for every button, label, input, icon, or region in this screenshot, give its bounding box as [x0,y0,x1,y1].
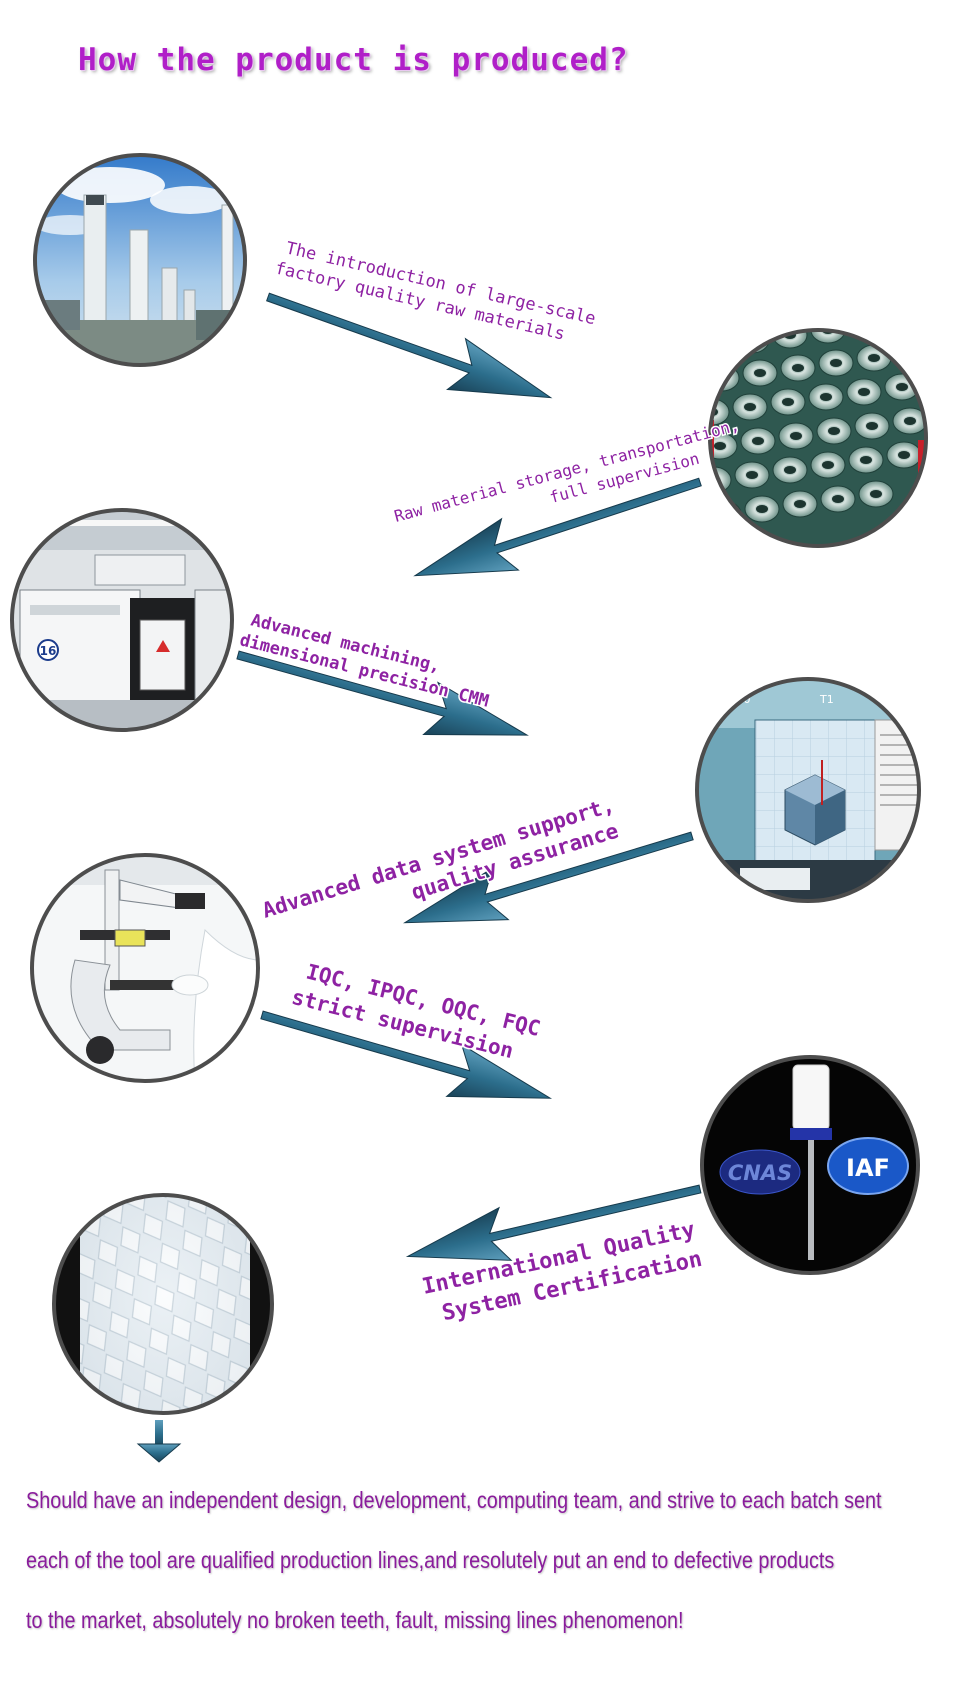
microscope-lab-photo [30,853,260,1083]
caption-step-5: IQC, IPQC, OQC, FQC strict supervision [288,958,544,1065]
footer-line: to the market, absolutely no broken teet… [26,1607,684,1633]
cnc-machines-photo: 16 [10,508,234,732]
footer-paragraph: Should have an independent design, devel… [26,1470,882,1650]
caption-step-3: Advanced machining, dimensional precisio… [236,609,492,713]
cad-tab-label: T1 [819,693,834,706]
caption-step-1: The introduction of large-scale factory … [272,237,599,346]
factory-chimneys-photo [33,153,247,367]
steel-coils-photo [708,328,928,548]
footer-line: each of the tool are qualified productio… [26,1547,835,1573]
machine-number-text: 16 [40,644,57,658]
cad-software-screen: 24.000 T1 [695,677,921,903]
ceramic-bit-closeup [52,1193,274,1415]
page-title: How the product is produced? [78,42,629,78]
svg-text:Raw material storage, transpor: Raw material storage, transportation, [392,415,741,526]
iaf-logo: IAF [846,1154,890,1182]
down-arrow [136,1420,182,1463]
cnas-logo: CNAS [728,1161,792,1185]
certification-logos: CNAS IAF [700,1055,920,1275]
footer-line: Should have an independent design, devel… [26,1487,882,1513]
machine-number-badge [37,639,59,661]
